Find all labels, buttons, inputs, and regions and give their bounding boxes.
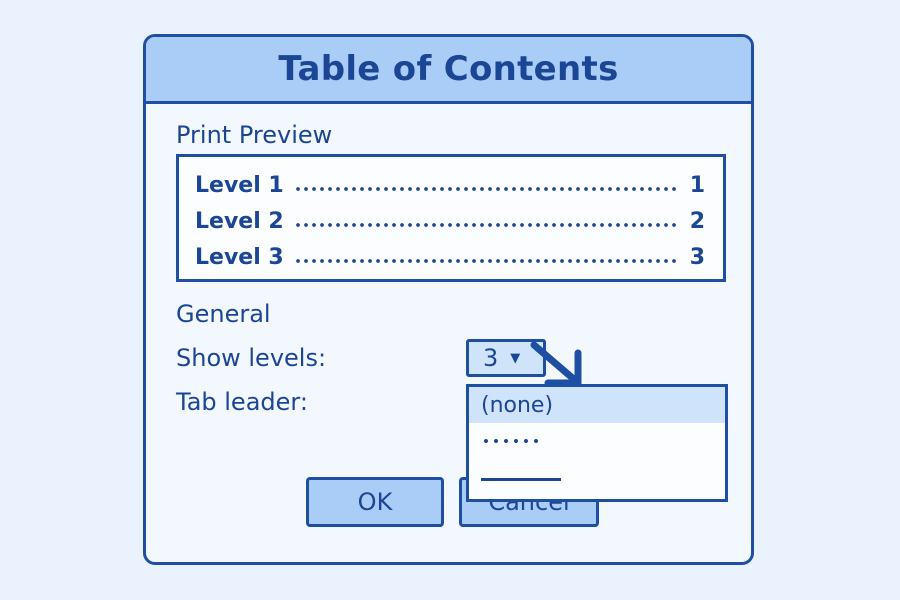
dialog-title: Table of Contents	[146, 37, 751, 104]
tab-leader-dropdown: (none)	[466, 384, 728, 502]
toc-level-label: Level 3	[195, 244, 284, 270]
line-leader-sample	[481, 477, 561, 481]
arrow-pointer-icon	[530, 341, 582, 387]
caret-down-icon: ▼	[510, 350, 521, 366]
tab-leader-label: Tab leader:	[176, 388, 308, 416]
print-preview-box: Level 1 1 Level 2 2 Level 3 3	[176, 154, 726, 282]
dot-leader	[293, 259, 678, 263]
ok-button[interactable]: OK	[306, 477, 444, 527]
tab-leader-option-line[interactable]	[469, 459, 725, 495]
toc-page-number: 1	[689, 172, 705, 198]
dot-leader	[293, 187, 678, 191]
toc-preview-row: Level 2 2	[195, 203, 705, 239]
tab-leader-option-none[interactable]: (none)	[469, 387, 725, 423]
show-levels-value: 3	[483, 344, 499, 372]
toc-preview-row: Level 3 3	[195, 239, 705, 275]
toc-page-number: 3	[689, 244, 705, 270]
print-preview-label: Print Preview	[176, 121, 333, 149]
toc-level-label: Level 2	[195, 208, 284, 234]
show-levels-label: Show levels:	[176, 344, 327, 372]
option-label: (none)	[481, 392, 554, 418]
general-section-label: General	[176, 300, 271, 328]
toc-level-label: Level 1	[195, 172, 284, 198]
dots-leader-sample	[481, 439, 539, 443]
tab-leader-option-dots[interactable]	[469, 423, 725, 459]
toc-dialog: Table of Contents Print Preview Level 1 …	[143, 34, 754, 565]
toc-preview-row: Level 1 1	[195, 167, 705, 203]
toc-page-number: 2	[689, 208, 705, 234]
dot-leader	[293, 223, 678, 227]
